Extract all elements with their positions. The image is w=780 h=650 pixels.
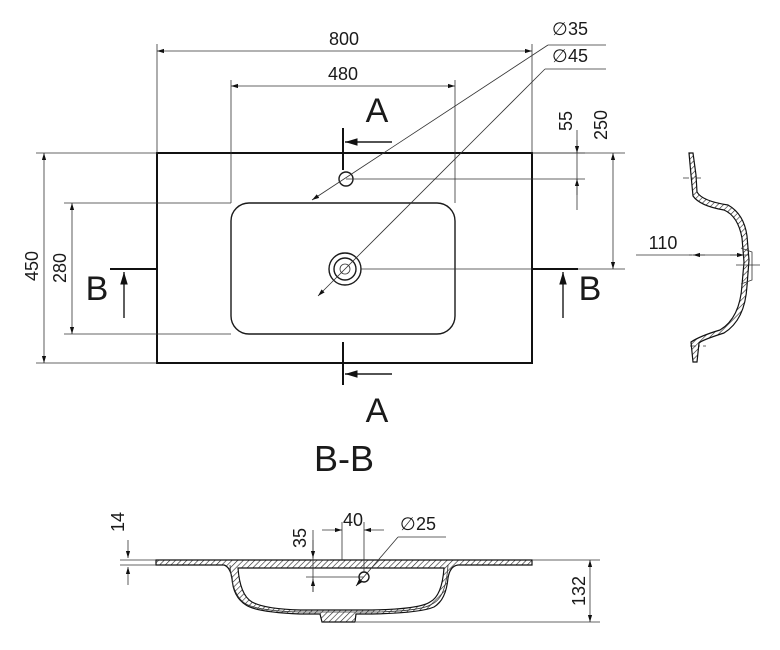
tap-diameter-symbol: ∅	[552, 19, 568, 39]
section-marker-a-top: A	[342, 92, 392, 170]
dim-height-label: 132	[569, 576, 589, 606]
dim-side-depth-110: 110	[636, 233, 748, 258]
section-title: B-B	[314, 438, 374, 479]
section-marker-a-bottom: A	[342, 342, 392, 430]
leader-overflow-hole: ∅ 25	[355, 514, 446, 587]
top-view: 800 480 450 280	[22, 19, 625, 430]
dim-width-label: 800	[329, 29, 359, 49]
section-a-bottom-label: A	[366, 392, 389, 430]
dim-hole-offset-label: 35	[290, 528, 310, 548]
section-marker-b-left: B	[86, 268, 157, 318]
dim-bowl-depth-label: 280	[50, 253, 70, 283]
section-view: B-B 14 35 40	[108, 438, 600, 623]
tap-diameter-label: 35	[568, 19, 588, 39]
drain-diameter-label: 45	[568, 46, 588, 66]
section-b-left-label: B	[86, 270, 109, 308]
countertop-outline	[156, 152, 533, 364]
overflow-diameter-symbol: ∅	[400, 514, 416, 534]
dim-depth-label: 450	[22, 251, 42, 281]
section-a-top-label: A	[366, 92, 389, 130]
section-b-right-label: B	[579, 270, 602, 308]
dim-height-132: 132	[356, 559, 600, 623]
dim-drain-offset-label: 250	[591, 110, 611, 140]
dim-depth-450: 450	[22, 152, 157, 364]
dim-tap-offset-label: 55	[556, 111, 576, 131]
dim-drain-offset-250: 250	[361, 110, 625, 270]
leader-tap-hole: ∅ 35	[311, 19, 606, 201]
dim-width-800: 800	[156, 29, 533, 153]
dim-bowl-width-480: 480	[230, 64, 456, 203]
dim-rim-label: 14	[108, 512, 128, 532]
dim-hole-spacing-40: 40	[322, 510, 384, 572]
drain-diameter-symbol: ∅	[552, 46, 568, 66]
dim-rim-14: 14	[108, 512, 156, 585]
section-profile	[155, 559, 533, 623]
leader-drain-hole: ∅ 45	[317, 46, 606, 297]
side-profile	[688, 152, 750, 363]
dim-bowl-depth-280: 280	[50, 202, 231, 335]
dim-hole-offset-35: 35	[290, 528, 364, 592]
overflow-diameter-label: 25	[416, 514, 436, 534]
dim-hole-spacing-label: 40	[343, 510, 363, 530]
bowl-outline	[230, 202, 456, 335]
side-view: 110	[636, 152, 760, 363]
dim-bowl-width-label: 480	[328, 64, 358, 84]
dim-side-depth-label: 110	[649, 233, 678, 253]
section-marker-b-right: B	[532, 268, 602, 318]
